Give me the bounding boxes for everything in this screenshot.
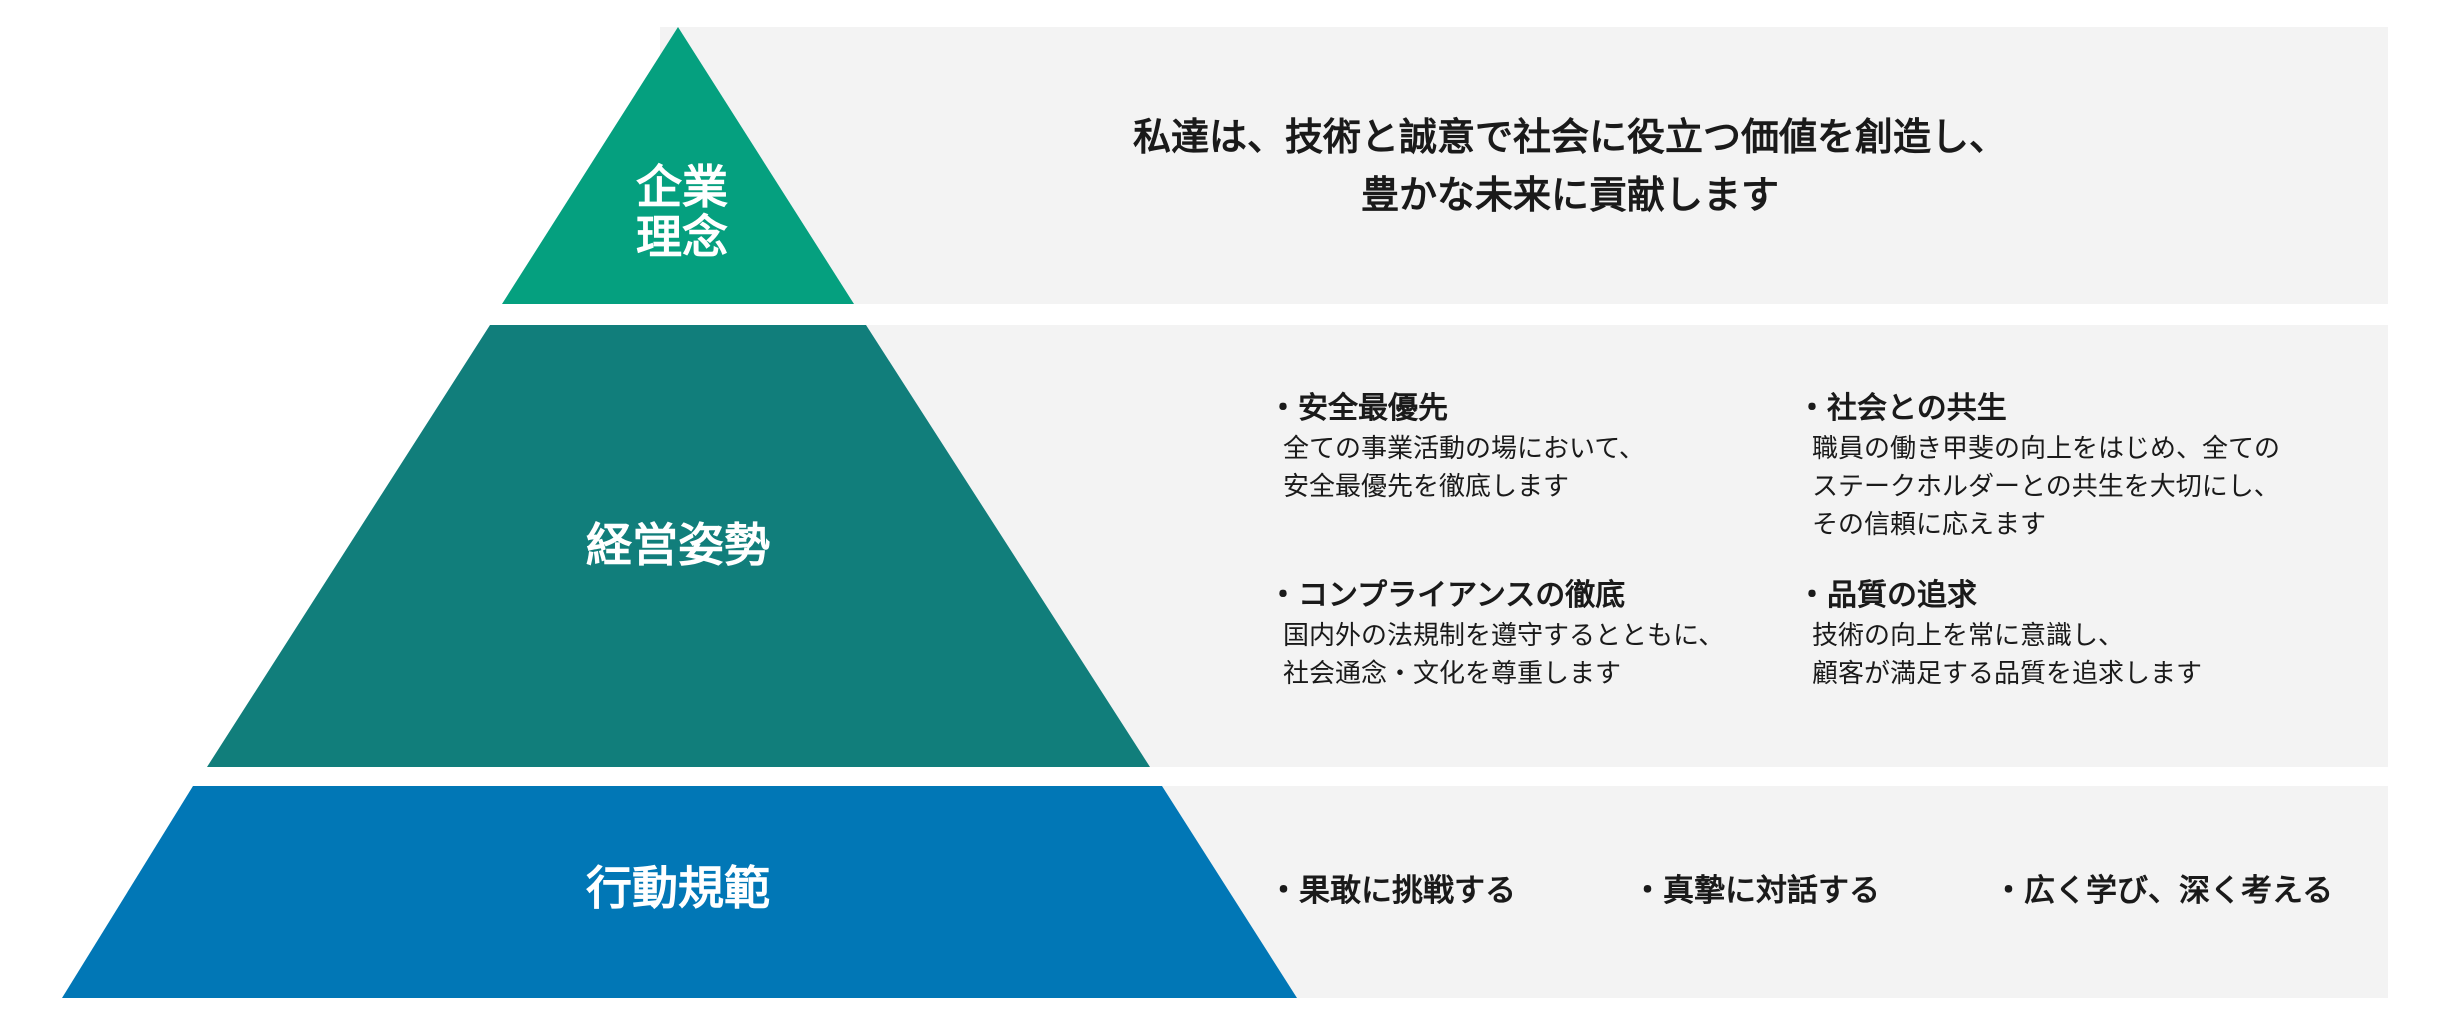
stance-item-title: ・社会との共生	[1797, 391, 2007, 426]
philosophy-band	[660, 27, 2388, 304]
pyramid-tier-conduct	[62, 786, 1297, 998]
conduct-item-challenge: ・果敢に挑戦する	[1268, 873, 1516, 909]
pyramid-tier-stance	[207, 325, 1150, 767]
stance-item-title: ・品質の追求	[1797, 578, 1977, 613]
conduct-item-dialogue: ・真摯に対話する	[1632, 873, 1880, 909]
stance-item-quality: ・品質の追求 技術の向上を常に意識し、 顧客が満足する品質を追求します	[1797, 575, 2202, 693]
mission-line-2: 豊かな未来に貢献します	[1360, 173, 1779, 217]
mission-line-1: 私達は、技術と誠意で社会に役立つ価値を創造し、	[1132, 115, 2007, 159]
stance-item-desc: 国内外の法規制を遵守するとともに、 社会通念・文化を尊重します	[1283, 621, 1725, 689]
stance-item-title: ・コンプライアンスの徹底	[1268, 578, 1626, 613]
stance-item-compliance: ・コンプライアンスの徹底 国内外の法規制を遵守するとともに、 社会通念・文化を尊…	[1268, 575, 1724, 693]
stance-label: 経営姿勢	[586, 518, 770, 572]
stance-item-coexistence: ・社会との共生 職員の働き甲斐の向上をはじめ、全ての ステークホルダーとの共生を…	[1797, 388, 2280, 544]
stance-item-desc: 技術の向上を常に意識し、 顧客が満足する品質を追求します	[1812, 621, 2203, 689]
philosophy-label-line-2: 理念	[636, 210, 728, 264]
stance-item-safety: ・安全最優先 全ての事業活動の場において、 安全最優先を徹底します	[1268, 388, 1645, 506]
conduct-item-learn: ・広く学び、深く考える	[1993, 873, 2334, 909]
pyramid-tier-philosophy	[502, 27, 854, 304]
conduct-label: 行動規範	[586, 861, 770, 915]
stance-item-desc: 職員の働き甲斐の向上をはじめ、全ての ステークホルダーとの共生を大切にし、 その…	[1812, 434, 2281, 540]
philosophy-label-line-1: 企業	[636, 160, 728, 214]
stance-item-desc: 全ての事業活動の場において、 安全最優先を徹底します	[1283, 434, 1645, 502]
mission-statement: 私達は、技術と誠意で社会に役立つ価値を創造し、 豊かな未来に貢献します	[790, 108, 2350, 224]
stance-item-title: ・安全最優先	[1268, 391, 1448, 426]
